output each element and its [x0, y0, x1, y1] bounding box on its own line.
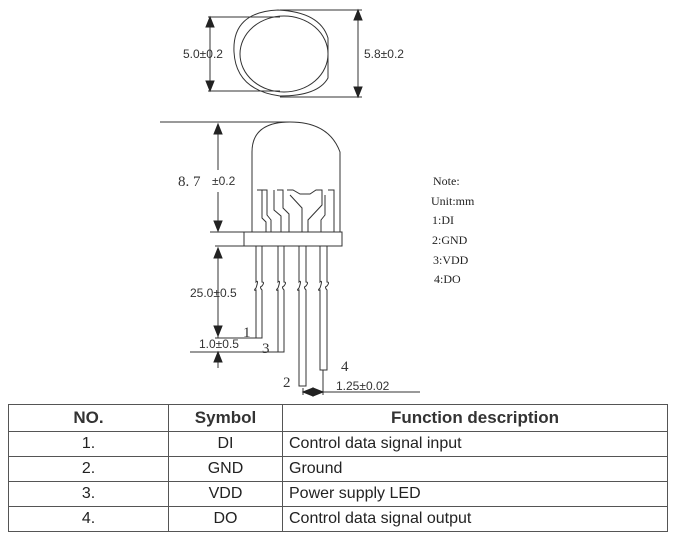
cell-symbol: DO [168, 506, 283, 532]
header-no: NO. [8, 404, 169, 432]
pin-label-2: 2 [283, 375, 291, 391]
arrow-5-0-top [205, 15, 215, 28]
cell-symbol: GND [168, 456, 283, 482]
dim-top-outer: 5.8±0.2 [364, 47, 404, 61]
arrow-8-7-top [213, 122, 223, 135]
table-row: 4. DO Control data signal output [8, 506, 668, 532]
arrow-8-7-bottom [213, 220, 223, 233]
pin-label-3: 3 [262, 341, 270, 357]
top-view [208, 9, 362, 98]
dimension-labels: 5.0±0.2 5.8±0.2 8. 7 ±0.2 25.0±0.5 1.0±0… [178, 47, 475, 393]
arrow-25-0-bottom [213, 325, 223, 338]
table-row: 3. VDD Power supply LED [8, 481, 668, 507]
flange [243, 231, 343, 247]
dim-pitch: 1.25±0.02 [336, 379, 390, 393]
table-header-row: NO. Symbol Function description [8, 404, 668, 432]
dim-top-inner: 5.0±0.2 [183, 47, 223, 61]
cell-symbol: DI [168, 431, 283, 457]
pin-label-4: 4 [341, 359, 349, 375]
cell-function: Power supply LED [282, 481, 668, 507]
cell-symbol: VDD [168, 481, 283, 507]
arrow-25-0-top [213, 246, 223, 259]
header-function: Function description [282, 404, 668, 432]
arrow-5-8-top [353, 8, 363, 21]
dim-height-value: 8. 7 [178, 174, 201, 190]
dome-outline [251, 121, 341, 232]
table-row: 2. GND Ground [8, 456, 668, 482]
note-unit: Unit:mm [431, 194, 475, 208]
side-view [160, 121, 343, 247]
dim-height-tolerance: ±0.2 [212, 174, 236, 188]
arrow-5-0-bottom [205, 80, 215, 93]
note-pin-2: 2:GND [432, 233, 468, 247]
cell-no: 1. [8, 431, 169, 457]
cell-no: 4. [8, 506, 169, 532]
pin-function-table: NO. Symbol Function description 1. DI Co… [8, 404, 668, 532]
dim-lead-length: 25.0±0.5 [190, 286, 237, 300]
led-mechanical-drawing [160, 8, 420, 397]
cell-function: Ground [282, 456, 668, 482]
arrow-1-0 [213, 350, 223, 363]
note-title: Note: [433, 174, 460, 188]
lead-pin-2 [297, 246, 308, 387]
note-pin-1: 1:DI [432, 213, 454, 227]
note-pin-4: 4:DO [434, 272, 461, 286]
cell-no: 3. [8, 481, 169, 507]
dim-offset: 1.0±0.5 [199, 337, 239, 351]
table-row: 1. DI Control data signal input [8, 431, 668, 457]
arrow-5-8-bottom [353, 86, 363, 99]
cell-no: 2. [8, 456, 169, 482]
note-pin-3: 3:VDD [433, 253, 469, 267]
cell-function: Control data signal input [282, 431, 668, 457]
header-symbol: Symbol [168, 404, 283, 432]
outer-flange-outline [233, 9, 329, 97]
cell-function: Control data signal output [282, 506, 668, 532]
pin-label-1: 1 [243, 325, 251, 341]
arrow-pitch-right [312, 387, 325, 397]
lens-outline [239, 15, 329, 93]
